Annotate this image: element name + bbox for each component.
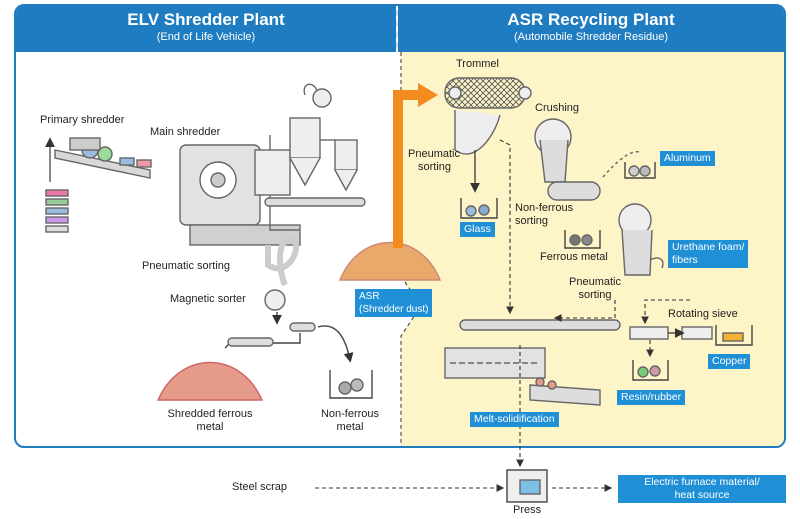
asr-title: ASR Recycling Plant <box>507 10 675 29</box>
label-shredded-ferrous-line2: metal <box>196 421 224 433</box>
asr-badge-line2: (Shredder dust) <box>359 304 429 315</box>
label-shredded-ferrous: Shredded ferrous metal <box>160 408 260 434</box>
label-shredded-ferrous-line1: Shredded ferrous <box>167 408 253 420</box>
label-rotating-sieve: Rotating sieve <box>668 308 738 320</box>
elv-header: ELV Shredder Plant (End of Life Vehicle) <box>16 6 396 52</box>
asr-subtitle: (Automobile Shredder Residue) <box>513 31 669 43</box>
badge-electric-furnace: Electric furnace material/ heat source <box>618 475 786 503</box>
elv-subtitle: (End of Life Vehicle) <box>156 31 256 43</box>
label-pneumatic-a-line1: Pneumatic <box>408 148 460 160</box>
label-crushing: Crushing <box>535 102 580 114</box>
label-pneumatic-a-line2: sorting <box>418 161 452 173</box>
label-non-ferrous-line1: Non-ferrous <box>320 408 380 420</box>
label-non-ferrous-sorting: Non-ferrous sorting <box>515 202 573 228</box>
label-pneumatic-sorting-b: Pneumatic sorting <box>560 276 630 302</box>
primary-shredder-machine <box>45 137 152 233</box>
label-primary-shredder: Primary shredder <box>40 114 125 126</box>
main-conveyor <box>459 319 621 331</box>
badge-aluminum: Aluminum <box>660 151 715 166</box>
label-pneumatic-sorting: Pneumatic sorting <box>142 260 231 272</box>
label-non-ferrous: Non-ferrous metal <box>310 408 390 434</box>
label-trommel: Trommel <box>456 58 499 70</box>
label-pneumatic-sorting-a: Pneumatic sorting <box>408 148 460 174</box>
asr-header: ASR Recycling Plant (Automobile Shredder… <box>398 6 784 52</box>
main-shredder-machine <box>179 135 301 246</box>
badge-glass: Glass <box>460 222 495 237</box>
asr-transfer-arrow <box>393 90 420 248</box>
badge-melt-solidification: Melt-solidification <box>470 412 559 427</box>
cyclone-separators <box>264 83 366 207</box>
badge-urethane-line2: fibers <box>672 254 698 266</box>
badge-urethane-foam: Urethane foam/ fibers <box>668 240 749 268</box>
badge-urethane-line1: Urethane foam/ <box>672 241 745 253</box>
asr-shredder-dust-badge: ASR (Shredder dust) <box>355 289 433 317</box>
header-divider <box>396 10 398 48</box>
label-ferrous-metal: Ferrous metal <box>540 251 608 263</box>
badge-copper: Copper <box>708 354 751 369</box>
label-pneumatic-b-line1: Pneumatic <box>569 276 621 288</box>
pneumatic-pipe <box>265 236 300 287</box>
badge-electric-furnace-line1: Electric furnace material/ <box>644 476 760 488</box>
asr-badge-line1: ASR <box>359 291 380 302</box>
badge-resin-rubber: Resin/rubber <box>617 390 686 405</box>
magnetic-sorter-drum <box>264 289 286 311</box>
label-non-ferrous-sorting-line1: Non-ferrous <box>515 202 574 214</box>
elv-title: ELV Shredder Plant <box>127 10 285 29</box>
label-main-shredder: Main shredder <box>150 126 221 138</box>
label-steel-scrap: Steel scrap <box>232 481 288 493</box>
label-non-ferrous-line2: metal <box>336 421 364 433</box>
label-press: Press <box>513 504 542 516</box>
rotating-sieve <box>629 326 669 340</box>
badge-electric-furnace-line2: heat source <box>674 489 730 501</box>
label-magnetic-sorter: Magnetic sorter <box>170 293 246 305</box>
label-non-ferrous-sorting-line2: sorting <box>515 215 549 227</box>
label-pneumatic-b-line2: sorting <box>578 289 612 301</box>
